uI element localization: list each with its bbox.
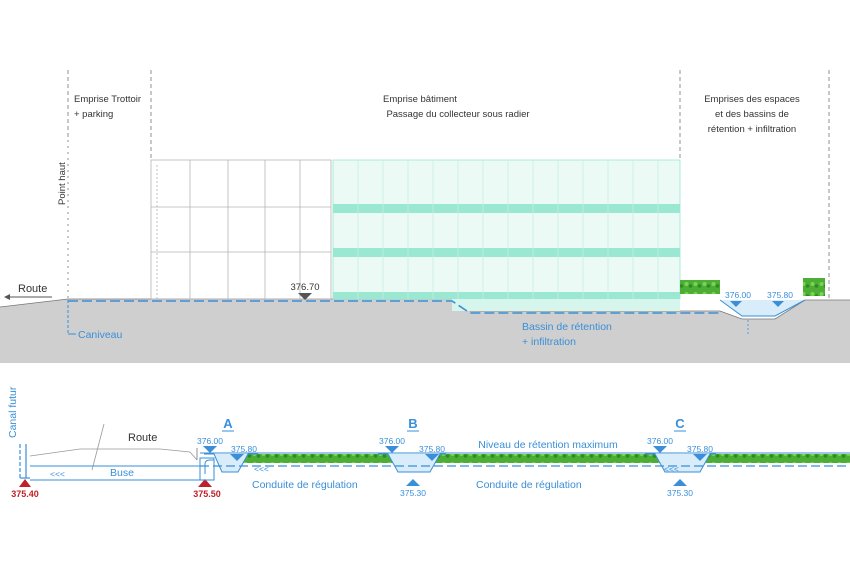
bassin-label-1: Bassin de rétention xyxy=(522,321,612,333)
buse-pipe xyxy=(30,465,200,481)
b-level-high-marker xyxy=(385,446,399,453)
collector-pipe xyxy=(67,300,720,335)
shrubs-right xyxy=(803,278,825,296)
outlet-level-marker xyxy=(19,479,31,487)
shrubs-left xyxy=(680,280,720,294)
c-level-mid-marker xyxy=(693,454,707,461)
upper-retention-basin xyxy=(680,278,825,334)
conduite-label-2: Conduite de régulation xyxy=(476,479,582,491)
c-level-mid: 375.80 xyxy=(687,444,713,454)
conduite-flow-arrow-2: <<< xyxy=(664,464,679,474)
section-a-label: A xyxy=(223,416,233,431)
b-level-bottom: 375.30 xyxy=(400,488,426,498)
outlet-level: 375.40 xyxy=(11,489,39,499)
upper-level-high: 376.00 xyxy=(725,290,751,300)
zone-batiment-label-1: Emprise bâtiment xyxy=(383,94,457,105)
route-label-upper: Route xyxy=(18,283,47,295)
a-level-mid: 375.80 xyxy=(231,444,257,454)
upper-level-mid-marker xyxy=(772,301,784,307)
regulation-level: 375.50 xyxy=(193,489,221,499)
conduite-label-1: Conduite de régulation xyxy=(252,479,358,491)
zone-dividers xyxy=(67,70,830,300)
buse-label: Buse xyxy=(110,467,134,479)
basement-green xyxy=(452,299,680,311)
conduite-flow-arrow-1: <<< xyxy=(254,464,269,474)
route-lower-surface xyxy=(29,423,198,471)
zone-espaces-label-2: et des bassins de xyxy=(715,109,789,120)
green-strip xyxy=(240,454,850,463)
point-haut-label: Point haut xyxy=(57,162,68,205)
c-level-high: 376.00 xyxy=(647,436,673,446)
lower-section: Canal futur Route Buse <<< 375.40 375.50 xyxy=(7,386,850,499)
regulation-chamber xyxy=(199,457,215,481)
buse-flow-arrow: <<< xyxy=(50,469,65,479)
route-arrow-head xyxy=(4,294,10,300)
zone-trottoir-label-2: + parking xyxy=(74,109,113,120)
section-c-label: C xyxy=(675,416,685,431)
b-level-bottom-marker xyxy=(406,479,420,486)
bassin-label-2: + infiltration xyxy=(522,336,576,348)
building-green xyxy=(332,159,681,300)
upper-level-mid: 375.80 xyxy=(767,290,793,300)
regulation-level-marker xyxy=(198,479,212,487)
building-level-marker xyxy=(298,293,312,300)
canal-futur-label: Canal futur xyxy=(7,386,19,438)
canal-futur-walls xyxy=(19,444,30,479)
c-level-bottom-marker xyxy=(673,479,687,486)
a-level-mid-marker xyxy=(230,454,244,461)
a-level-high: 376.00 xyxy=(197,436,223,446)
b-level-high: 376.00 xyxy=(379,436,405,446)
section-b-label: B xyxy=(408,416,417,431)
b-level-mid-marker xyxy=(425,454,439,461)
a-level-high-marker xyxy=(203,446,217,453)
building-old-frame xyxy=(150,159,332,300)
zone-espaces-label-1: Emprises des espaces xyxy=(704,94,800,105)
zone-batiment-label-2: Passage du collecteur sous radier xyxy=(386,109,529,120)
building-level-label: 376.70 xyxy=(290,282,319,293)
caniveau-label: Caniveau xyxy=(78,329,123,341)
zone-trottoir-label-1: Emprise Trottoir xyxy=(74,94,141,105)
ground-fill xyxy=(0,299,850,363)
niveau-max-label: Niveau de rétention maximum xyxy=(478,439,618,451)
zone-espaces-label-3: rétention + infiltration xyxy=(708,124,796,135)
c-level-bottom: 375.30 xyxy=(667,488,693,498)
route-label-lower: Route xyxy=(128,432,157,444)
upper-level-high-marker xyxy=(730,301,742,307)
upper-section: Emprise Trottoir + parking Emprise bâtim… xyxy=(0,70,850,363)
c-level-high-marker xyxy=(653,446,667,453)
b-level-mid: 375.80 xyxy=(419,444,445,454)
